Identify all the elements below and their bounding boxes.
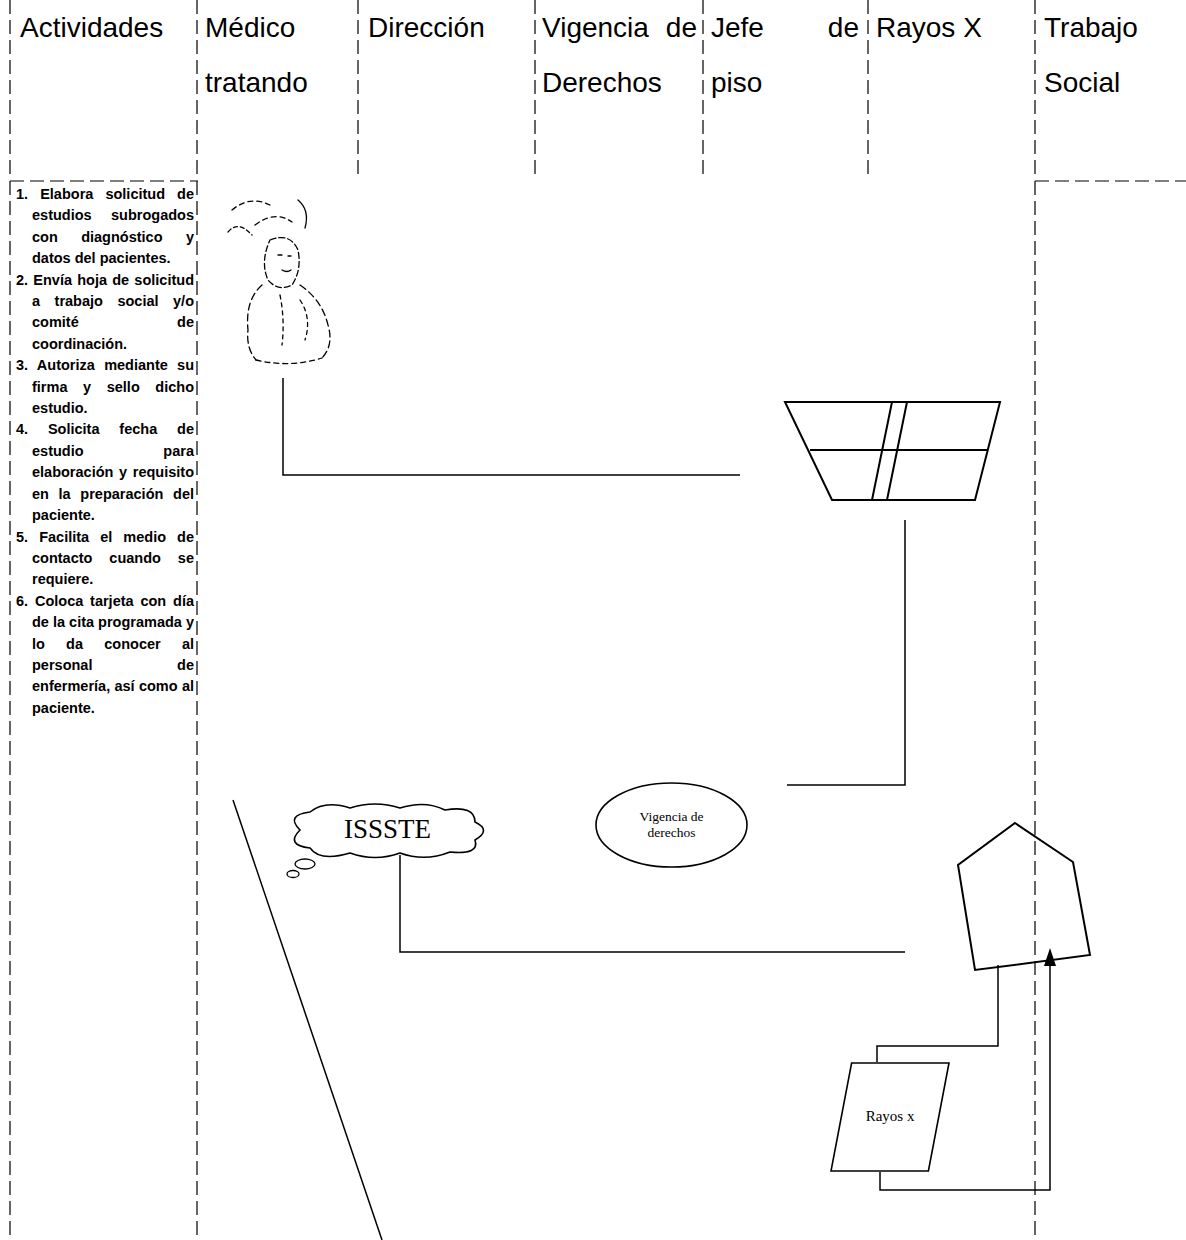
activity-step: 2. Envía hoja de solicitud a trabajo soc…: [16, 270, 194, 356]
node-text: ISSSTE: [344, 814, 431, 845]
lane-header: Jefe de piso: [711, 0, 859, 110]
activity-step: 4. Solicita fecha de estudio para elabor…: [16, 419, 194, 526]
lane-header: Médico tratando: [205, 0, 353, 110]
activity-step: 6. Coloca tarjeta con día de la cita pro…: [16, 591, 194, 719]
data-parallelogram: Rayos x: [830, 1062, 950, 1172]
activity-list: 1. Elabora solicitud de estudios subroga…: [16, 184, 194, 719]
lane-header: Vigencia de Derechos: [542, 0, 697, 110]
node-text: Rayos x: [866, 1108, 915, 1125]
lane-header: Dirección: [368, 0, 528, 55]
lane-header: Trabajo Social: [1044, 0, 1182, 110]
activity-step: 1. Elabora solicitud de estudios subroga…: [16, 184, 194, 270]
activity-step: 3. Autoriza mediante su firma y sello di…: [16, 355, 194, 419]
lane-header: Rayos X: [876, 0, 1028, 55]
lane-header: Actividades: [20, 0, 192, 55]
ellipse-node: Vigencia de derechos: [595, 782, 748, 868]
node-text: Vigencia de derechos: [636, 809, 708, 840]
activity-step: 5. Facilita el medio de contacto cuando …: [16, 527, 194, 591]
cloud-node: ISSSTE: [280, 800, 495, 860]
